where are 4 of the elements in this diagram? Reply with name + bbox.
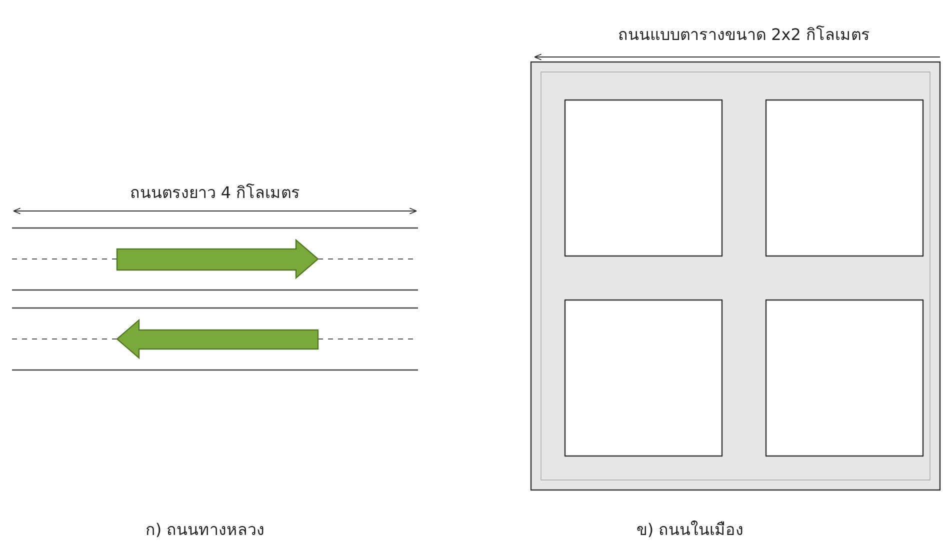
caption: ก) ถนนทางหลวง [145,519,265,541]
caption: ข) ถนนในเมือง [636,519,744,541]
dimension-label: ถนนแบบตารางขนาด 2x2 กิโลเมตร [618,24,870,46]
dimension-label: ถนนตรงยาว 4 กิโลเมตร [130,182,300,204]
